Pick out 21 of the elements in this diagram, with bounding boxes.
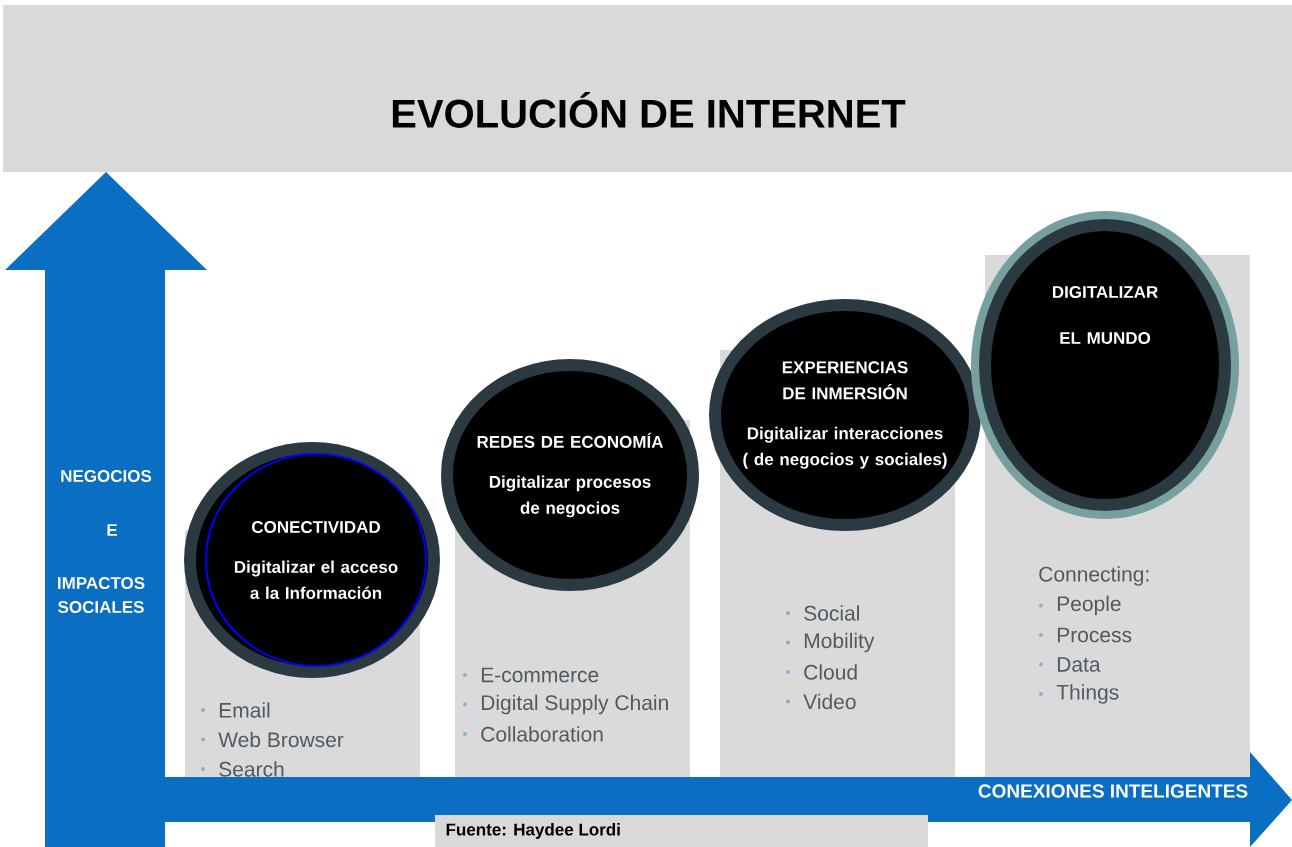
source-note: Fuente: Haydee Lordi [435,815,928,847]
bullet-item: Video [786,693,856,710]
bullet-item: Mobility [786,632,875,653]
axis-label: CONEXIONES INTELIGENTES [978,784,1248,798]
bullet-item: Collaboration [463,726,603,742]
bullet-item: Web Browser [201,731,344,748]
title-band: EVOLUCIÓN DE INTERNET [3,5,1292,172]
bullet-item: Things [1039,684,1119,704]
axis-label: IMPACTOS SOCIALES [58,577,145,614]
bullet-item: Process [1039,627,1132,643]
bullet-item: Social [786,605,859,621]
axis-label: E [107,524,117,536]
bullet-item: Search [201,761,284,777]
bullet-item: Digital Supply Chain [463,694,668,715]
list-heading: Connecting: [1039,566,1149,586]
bullet-item: Email [201,702,270,718]
bullet-item: Data [1039,657,1101,672]
bullet-item: E-commerce [463,667,599,683]
axis-label: NEGOCIOS [61,470,152,483]
bullet-item: People [1039,595,1121,616]
bullet-item: Cloud [786,664,857,680]
